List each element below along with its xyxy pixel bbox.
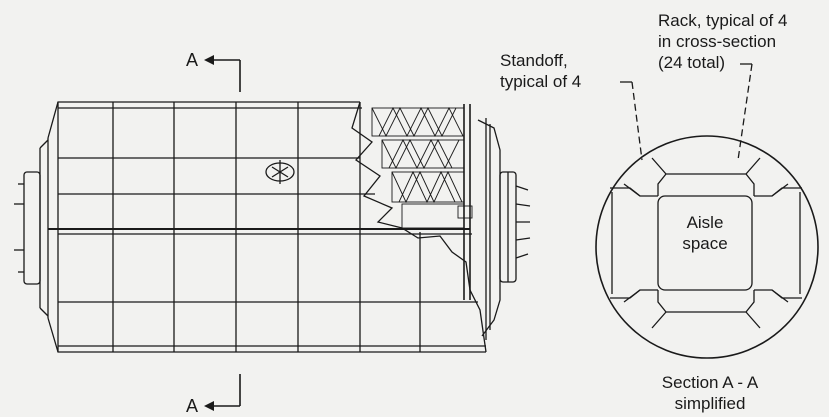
right-end-cone xyxy=(477,118,517,340)
aisle-label-line-2: space xyxy=(682,234,728,253)
cutaway-racks xyxy=(371,104,473,300)
left-end-cone xyxy=(14,139,49,317)
rack-label-line-3: (24 total) xyxy=(658,53,726,72)
rack-label-line-1: Rack, typical of 4 xyxy=(658,11,788,30)
aisle-space-box xyxy=(657,195,753,291)
section-marker-top-label: A xyxy=(186,50,199,70)
section-marker-top-arrow xyxy=(204,55,241,92)
standoff-leader-line xyxy=(620,81,643,161)
rack-label: Rack, typical of 4 in cross-section (24 … xyxy=(658,10,787,73)
rack-label-line-2: in cross-section xyxy=(658,32,777,51)
cross-section-racks xyxy=(610,157,802,329)
standoff-label-line-2: typical of 4 xyxy=(500,72,582,91)
module-body xyxy=(47,101,487,353)
section-marker-bottom-arrow xyxy=(204,374,241,411)
aisle-space-label: Aisle space xyxy=(664,212,746,254)
section-caption: Section A - A simplified xyxy=(630,372,790,414)
section-marker-bottom-label: A xyxy=(186,396,199,416)
caption-line-2: simplified xyxy=(674,394,746,413)
cross-section-circle xyxy=(595,135,819,359)
standoff-label: Standoff, typical of 4 xyxy=(500,50,581,92)
right-hatch-ribs xyxy=(515,185,531,259)
aisle-label-line-1: Aisle xyxy=(686,213,724,232)
viewport-insignia xyxy=(265,160,295,184)
standoff-label-line-1: Standoff, xyxy=(500,51,568,70)
rack-leader-line xyxy=(737,63,753,161)
caption-line-1: Section A - A xyxy=(661,373,759,392)
